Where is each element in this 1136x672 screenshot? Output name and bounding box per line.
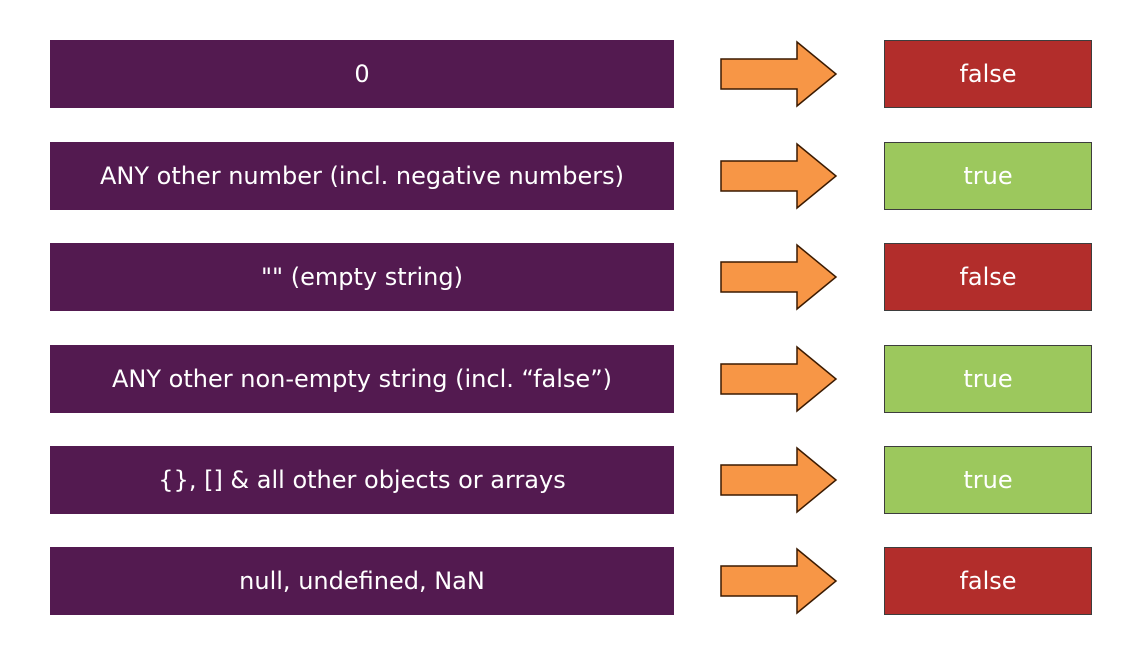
result-box-false: false <box>884 243 1092 311</box>
row-other-number: ANY other number (incl. negative numbers… <box>0 142 1136 210</box>
right-arrow-icon <box>720 547 838 615</box>
row-empty-string: "" (empty string) false <box>0 243 1136 311</box>
row-objects-arrays: {}, [] & all other objects or arrays tru… <box>0 446 1136 514</box>
value-box: {}, [] & all other objects or arrays <box>50 446 674 514</box>
right-arrow-icon <box>720 40 838 108</box>
result-box-true: true <box>884 142 1092 210</box>
right-arrow-icon <box>720 243 838 311</box>
right-arrow-icon <box>720 345 838 413</box>
row-null-undefined-nan: null, undefined, NaN false <box>0 547 1136 615</box>
value-box: "" (empty string) <box>50 243 674 311</box>
result-box-false: false <box>884 547 1092 615</box>
value-box: ANY other non-empty string (incl. “false… <box>50 345 674 413</box>
value-box: null, undefined, NaN <box>50 547 674 615</box>
right-arrow-icon <box>720 142 838 210</box>
result-box-false: false <box>884 40 1092 108</box>
right-arrow-icon <box>720 446 838 514</box>
value-box: ANY other number (incl. negative numbers… <box>50 142 674 210</box>
result-box-true: true <box>884 345 1092 413</box>
result-box-true: true <box>884 446 1092 514</box>
row-non-empty-string: ANY other non-empty string (incl. “false… <box>0 345 1136 413</box>
value-box: 0 <box>50 40 674 108</box>
row-zero: 0 false <box>0 40 1136 108</box>
